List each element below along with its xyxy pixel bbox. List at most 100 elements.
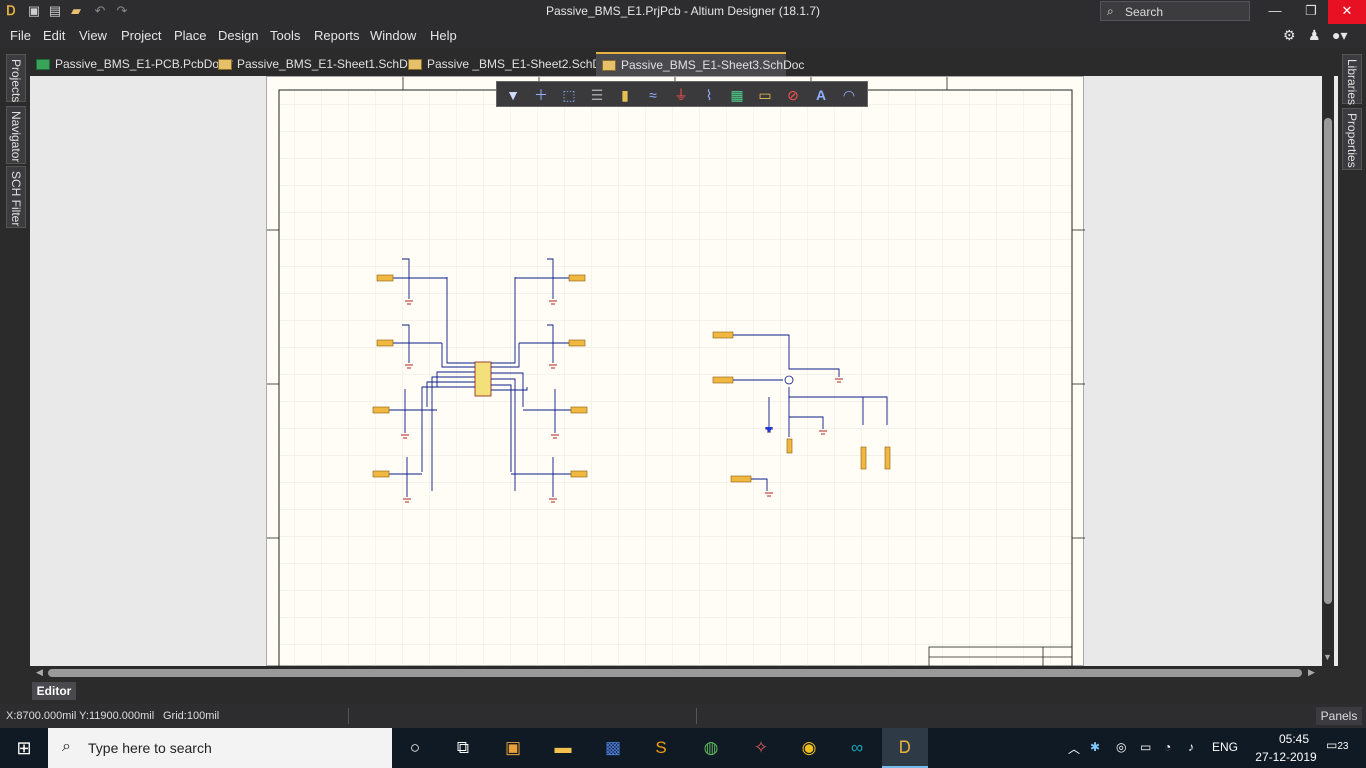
taskbar-search-box[interactable]: ⌕ Type here to search [48, 728, 392, 768]
altium-logo-icon[interactable]: Ꭰ [6, 3, 16, 18]
panel-tab-navigator[interactable]: Navigator [6, 106, 26, 164]
scroll-left-icon[interactable]: ◀ [36, 667, 43, 677]
search-icon: ⌕ [62, 738, 71, 755]
status-divider [348, 708, 349, 724]
notification-center-icon[interactable]: ▭23 [1326, 738, 1349, 752]
scroll-right-icon[interactable]: ▶ [1308, 667, 1315, 677]
panel-tab-label: Libraries [1345, 59, 1359, 106]
wire-icon[interactable]: ≈ [649, 87, 657, 103]
schematic-canvas[interactable]: ▼ ＋ ⬚ ☰ ▮ ≈ ⏚ ⌇ ▦ ▭ ⊘ A ◠ [30, 76, 1338, 666]
devcpp-icon[interactable]: ▩ [604, 738, 622, 757]
tab-label: Passive_BMS_E1-Sheet3.SchDoc [621, 58, 805, 72]
menu-help[interactable]: Help [430, 28, 457, 43]
panel-tab-projects[interactable]: Projects [6, 54, 26, 102]
schematic-doc-icon [218, 59, 232, 71]
scroll-down-icon[interactable]: ▼ [1323, 652, 1332, 662]
search-icon: ⌕ [1107, 4, 1114, 18]
settings-gear-icon[interactable]: ⚙ [1283, 27, 1296, 43]
menu-place[interactable]: Place [174, 28, 207, 43]
ground-icon[interactable]: ⏚ [674, 87, 688, 103]
tray-overflow-icon[interactable]: ︿ [1068, 742, 1081, 756]
globe-icon[interactable]: ◎ [1116, 740, 1127, 754]
satellite-app-icon[interactable]: ✧ [753, 738, 769, 757]
window-title: Passive_BMS_E1.PrjPcb - Altium Designer … [545, 4, 821, 18]
menu-window[interactable]: Window [370, 28, 417, 43]
tab-sheet1[interactable]: Passive_BMS_E1-Sheet1.SchDoc [212, 53, 420, 75]
menu-file[interactable]: File [10, 28, 31, 43]
bluetooth-icon[interactable]: ✱ [1090, 740, 1101, 754]
panel-tab-label: Properties [1345, 113, 1359, 168]
altium-taskbar-icon[interactable]: Ꭰ [882, 728, 928, 768]
sublime-text-icon[interactable]: S [655, 738, 667, 757]
panel-tab-label: SCH Filter [9, 171, 23, 227]
clock-date[interactable]: 27-12-2019 [1255, 750, 1317, 764]
wifi-icon[interactable]: ◔ [1164, 740, 1172, 754]
language-indicator[interactable]: ENG [1212, 740, 1239, 754]
panel-tab-label: Navigator [9, 111, 23, 163]
close-button[interactable]: ✕ [1328, 0, 1366, 24]
pcb-doc-icon [36, 59, 50, 71]
undo-icon[interactable]: ↶ [94, 3, 106, 18]
arduino-icon[interactable]: ∞ [850, 738, 864, 757]
component-icon[interactable]: ▮ [621, 87, 629, 103]
panel-tab-label: Projects [9, 59, 23, 103]
active-bar-toolbar: ▼ ＋ ⬚ ☰ ▮ ≈ ⏚ ⌇ ▦ ▭ ⊘ A ◠ [496, 81, 868, 107]
save-icon[interactable]: ▣ [27, 3, 41, 18]
open-folder-icon[interactable]: ▰ [71, 3, 81, 18]
volume-icon[interactable]: ♪ [1188, 740, 1194, 754]
store-icon[interactable]: ▣ [504, 738, 522, 757]
tab-pcb-doc[interactable]: Passive_BMS_E1-PCB.PcbDoc * [30, 53, 233, 75]
select-rect-icon[interactable]: ⬚ [562, 87, 576, 103]
crosshair-icon[interactable]: ＋ [534, 87, 548, 103]
notifications-bell-icon[interactable]: ♟ [1308, 27, 1321, 43]
battery-icon[interactable]: ▭ [1140, 740, 1152, 754]
panel-tab-properties[interactable]: Properties [1342, 108, 1362, 170]
net-label-icon[interactable]: ▦ [730, 87, 744, 103]
cursor-coordinates: X:8700.000mil Y:11900.000mil [6, 710, 155, 722]
menu-edit[interactable]: Edit [43, 28, 66, 43]
menu-bar [0, 24, 1366, 48]
menu-reports[interactable]: Reports [314, 28, 360, 43]
arc-icon[interactable]: ◠ [842, 87, 856, 103]
menu-tools[interactable]: Tools [270, 28, 301, 43]
redo-icon[interactable]: ↷ [116, 3, 128, 18]
panels-button[interactable]: Panels [1316, 707, 1362, 725]
save-all-icon[interactable]: ▤ [48, 3, 62, 18]
notification-count: 23 [1337, 741, 1349, 752]
bus-icon[interactable]: ⌇ [705, 87, 713, 103]
minimize-button[interactable]: — [1268, 3, 1282, 18]
panel-tab-libraries[interactable]: Libraries [1342, 54, 1362, 106]
search-input[interactable]: ⌕ Search [1100, 1, 1250, 21]
task-view-icon[interactable]: ⧉ [456, 738, 470, 757]
menu-view[interactable]: View [79, 28, 107, 43]
status-divider [696, 708, 697, 724]
menu-design[interactable]: Design [218, 28, 259, 43]
windows-start-icon[interactable]: ⊞ [16, 738, 32, 758]
horizontal-scroll-thumb[interactable] [48, 669, 1302, 677]
file-explorer-icon[interactable]: ▬ [554, 738, 572, 757]
align-icon[interactable]: ☰ [590, 87, 604, 103]
schematic-drawing [267, 77, 1085, 666]
taskbar-search-placeholder: Type here to search [88, 740, 212, 756]
tab-label: Passive_BMS_E1-PCB.PcbDoc * [55, 57, 234, 71]
search-placeholder: Search [1125, 5, 1164, 19]
clock-time[interactable]: 05:45 [1278, 732, 1310, 746]
port-icon[interactable]: ▭ [758, 87, 772, 103]
directive-icon[interactable]: ⊘ [787, 87, 799, 103]
schematic-doc-icon [602, 60, 616, 72]
chrome-icon[interactable]: ◉ [801, 738, 817, 757]
editor-tab[interactable]: Editor [32, 682, 76, 700]
panel-tab-sch-filter[interactable]: SCH Filter [6, 166, 26, 228]
menu-project[interactable]: Project [121, 28, 162, 43]
schematic-doc-icon [408, 59, 422, 71]
schematic-sheet[interactable] [266, 76, 1085, 666]
text-icon[interactable]: A [815, 87, 827, 103]
network-app-icon[interactable]: ◍ [703, 738, 719, 757]
filter-icon[interactable]: ▼ [506, 87, 520, 103]
vertical-scroll-thumb[interactable] [1324, 118, 1332, 604]
tab-sheet3[interactable]: Passive_BMS_E1-Sheet3.SchDoc [596, 52, 804, 76]
user-account-icon[interactable]: ●▾ [1332, 27, 1348, 43]
tab-sheet2[interactable]: Passive _BMS_E1-Sheet2.SchDoc [402, 53, 614, 75]
cortana-icon[interactable]: ○ [409, 738, 421, 757]
maximize-button[interactable]: ❐ [1305, 3, 1317, 18]
